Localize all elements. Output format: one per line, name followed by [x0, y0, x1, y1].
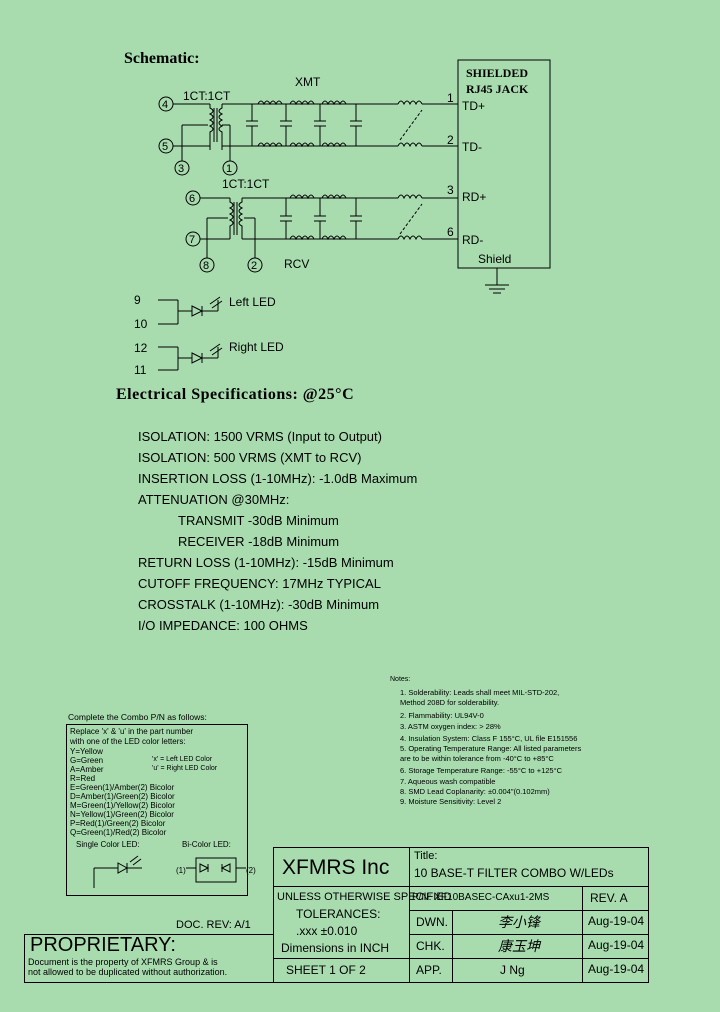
- combo-line: A=Amber: [70, 765, 104, 774]
- dwn-label: DWN.: [416, 915, 448, 929]
- ct-bottom-label: 1CT:1CT: [222, 177, 270, 191]
- spec-line: ISOLATION: 1500 VRMS (Input to Output): [138, 429, 382, 444]
- app-date: Aug-19-04: [588, 962, 645, 976]
- jack-title-line2: RJ45 JACK: [466, 82, 529, 96]
- led-pin-11: 11: [134, 363, 147, 377]
- doc-rev: DOC. REV: A/1: [176, 919, 251, 931]
- schematic-title: Schematic:: [124, 50, 200, 67]
- schematic-diagram: SHIELDED RJ45 JACK TD+ TD- RD+ RD- Shiel…: [134, 59, 551, 377]
- bi-1-label: (1): [176, 866, 186, 875]
- jack-pin-3: 3: [447, 183, 454, 197]
- chk-signature: 康玉坤: [498, 938, 540, 954]
- single-color-label: Single Color LED:: [76, 840, 140, 849]
- spec-line: RETURN LOSS (1-10MHz): -15dB Minimum: [138, 555, 394, 570]
- right-led-label: Right LED: [229, 340, 284, 354]
- pin-4-label: 4: [162, 99, 168, 111]
- combo-line: R=Red: [70, 774, 96, 783]
- proprietary-heading: PROPRIETARY:: [30, 934, 176, 956]
- unless-specified: UNLESS OTHERWISE SPECIFIED: [277, 891, 452, 903]
- app-signature: J Ng: [500, 963, 525, 977]
- combo-heading: Complete the Combo P/N as follows:: [68, 712, 207, 722]
- title-label: Title:: [414, 850, 438, 862]
- led-pin-9: 9: [134, 293, 141, 307]
- pin-7-label: 7: [189, 234, 195, 246]
- left-led-label: Left LED: [229, 295, 276, 309]
- combo-x-note: 'x' = Left LED Color: [152, 756, 213, 763]
- revision: REV. A: [590, 891, 628, 905]
- combo-line: D=Amber(1)/Green(2) Bicolor: [70, 792, 175, 801]
- combo-line: P=Red(1)/Green(2) Bicolor: [70, 819, 166, 828]
- note-line: Method 208D for solderability.: [400, 698, 500, 707]
- combo-line: N=Yellow(1)/Green(2) Bicolor: [70, 810, 174, 819]
- chk-date: Aug-19-04: [588, 938, 645, 952]
- combo-line: G=Green: [70, 756, 104, 765]
- jack-td-plus: TD+: [462, 99, 485, 113]
- jack-title-line1: SHIELDED: [466, 66, 528, 80]
- pin-5-label: 5: [162, 141, 168, 153]
- note-line: 4. Insulation System: Class F 155°C, UL …: [400, 734, 578, 743]
- spec-line: I/O IMPEDANCE: 100 OHMS: [138, 618, 308, 633]
- combo-u-note: 'u' = Right LED Color: [152, 765, 218, 772]
- spec-line: ATTENUATION @30MHz:: [138, 492, 290, 507]
- pin-6-label: 6: [189, 193, 195, 205]
- jack-rd-plus: RD+: [462, 190, 486, 204]
- jack-rd-minus: RD-: [462, 233, 483, 247]
- note-line: 9. Moisture Sensitivity: Level 2: [400, 797, 502, 806]
- notes-heading: Notes:: [390, 676, 411, 683]
- tolerance-value: .xxx ±0.010: [296, 924, 358, 938]
- spec-line: RECEIVER -18dB Minimum: [178, 534, 340, 549]
- bi-color-label: Bi-Color LED:: [182, 840, 231, 849]
- bi-2-label: (2): [246, 866, 256, 875]
- ct-top-label: 1CT:1CT: [183, 89, 231, 103]
- spec-line: TRANSMIT -30dB Minimum: [178, 513, 339, 528]
- xmt-label: XMT: [295, 75, 321, 89]
- company-name: XFMRS Inc: [282, 856, 390, 879]
- note-line: are to be within tolerance from -40°C to…: [400, 754, 554, 763]
- led-pin-12: 12: [134, 341, 148, 355]
- jack-pin-6: 6: [447, 225, 454, 239]
- jack-pin-1: 1: [447, 91, 454, 105]
- combo-line: Y=Yellow: [70, 747, 103, 756]
- note-line: 5. Operating Temperature Range: All list…: [400, 744, 582, 753]
- electrical-specs-title: Electrical Specifications: @25°C: [116, 386, 355, 403]
- proprietary-line-2: not allowed to be duplicated without aut…: [28, 967, 228, 977]
- note-line: 3. ASTM oxygen index: > 28%: [400, 722, 501, 731]
- combo-line: with one of the LED color letters:: [70, 737, 186, 746]
- spec-line: INSERTION LOSS (1-10MHz): -1.0dB Maximum: [138, 471, 418, 486]
- jack-pin-2: 2: [447, 133, 454, 147]
- spec-line: CUTOFF FREQUENCY: 17MHz TYPICAL: [138, 576, 381, 591]
- note-line: 8. SMD Lead Coplanarity: ±0.004"(0.102mm…: [400, 787, 550, 796]
- chk-label: CHK.: [416, 939, 445, 953]
- part-number: P/N: XF10BASEC-CAxu1-2MS: [412, 892, 550, 903]
- jack-shield-label: Shield: [478, 252, 511, 266]
- spec-line: ISOLATION: 500 VRMS (XMT to RCV): [138, 450, 362, 465]
- pin-8-label: 8: [203, 260, 209, 272]
- note-line: 6. Storage Temperature Range: -55°C to +…: [400, 766, 562, 775]
- proprietary-line-1: Document is the property of XFMRS Group …: [28, 957, 218, 967]
- combo-line: M=Green(1)/Yellow(2) Bicolor: [70, 801, 175, 810]
- combo-box: [66, 724, 248, 896]
- dimensions-unit: Dimensions in INCH: [281, 941, 390, 955]
- rj45-jack-box: [457, 59, 551, 269]
- pin-3-label: 3: [178, 163, 184, 175]
- note-line: 1. Solderability: Leads shall meet MIL-S…: [400, 688, 560, 697]
- led-pin-10: 10: [134, 317, 148, 331]
- app-label: APP.: [416, 963, 442, 977]
- jack-td-minus: TD-: [462, 140, 482, 154]
- note-line: 2. Flammability: UL94V-0: [400, 711, 484, 720]
- combo-line: Replace 'x' & 'u' in the part number: [70, 727, 194, 736]
- spec-line: CROSSTALK (1-10MHz): -30dB Minimum: [138, 597, 380, 612]
- dwn-date: Aug-19-04: [588, 914, 645, 928]
- drawing-title: 10 BASE-T FILTER COMBO W/LEDs: [414, 866, 614, 880]
- rcv-label: RCV: [284, 257, 309, 271]
- pin-1-label: 1: [226, 163, 232, 175]
- note-line: 7. Aqueous wash compatible: [400, 777, 496, 786]
- combo-line: Q=Green(1)/Red(2) Bicolor: [70, 828, 167, 837]
- tolerances-label: TOLERANCES:: [296, 907, 381, 921]
- sheet-number: SHEET 1 OF 2: [286, 963, 366, 977]
- combo-line: E=Green(1)/Amber(2) Bicolor: [70, 783, 175, 792]
- dwn-signature: 李小锋: [498, 914, 540, 930]
- pin-2-label: 2: [251, 260, 257, 272]
